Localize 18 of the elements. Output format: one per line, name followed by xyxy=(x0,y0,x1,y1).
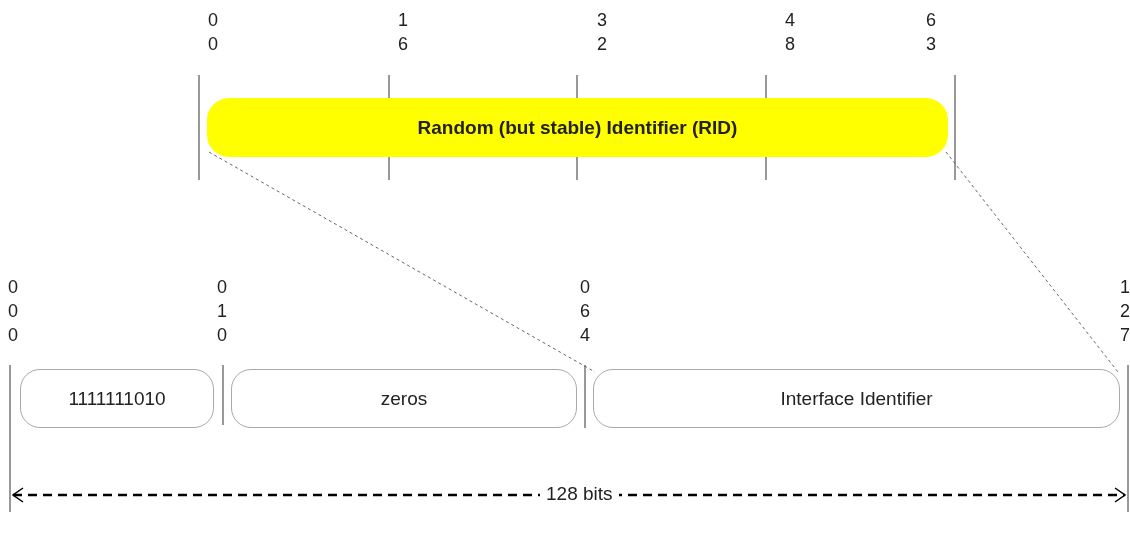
field-label: zeros xyxy=(380,387,428,410)
field-label: Interface Identifier xyxy=(780,387,933,410)
field-label: 1111111010 xyxy=(68,387,166,410)
field-box xyxy=(231,369,577,428)
field-label: Random (but stable) Identifier (RID) xyxy=(417,116,738,139)
bit-number: 16 xyxy=(398,9,409,56)
bit-number: 00 xyxy=(208,9,219,56)
field-box xyxy=(593,369,1120,428)
field-box xyxy=(20,369,214,428)
bit-number: 127 xyxy=(1120,276,1130,347)
bit-number: 32 xyxy=(597,9,608,56)
bit-number: 000 xyxy=(8,276,19,347)
bit-number: 010 xyxy=(217,276,228,347)
bit-number: 48 xyxy=(785,9,796,56)
bit-number: 064 xyxy=(580,276,591,347)
bit-number: 63 xyxy=(926,9,937,56)
field-band xyxy=(207,98,948,157)
leader-line xyxy=(945,151,1119,373)
